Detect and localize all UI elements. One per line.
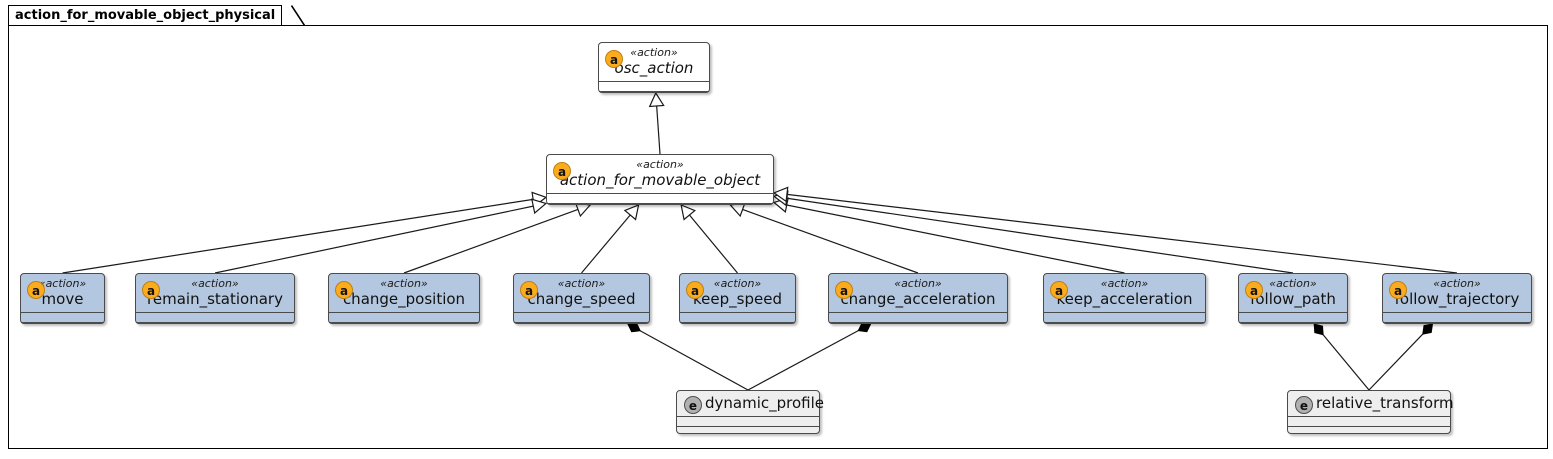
operations-compartment: [677, 426, 819, 436]
class-name: change_acceleration: [840, 290, 996, 308]
class-stereotype: «action»: [1269, 277, 1317, 290]
attributes-compartment: [1288, 416, 1450, 426]
class-name: change_position: [342, 290, 466, 308]
class-stereotype: «action»: [38, 277, 87, 290]
package-tab-fold-icon: [291, 5, 305, 26]
action-badge-icon: a: [605, 50, 623, 68]
action-badge-icon: a: [1050, 281, 1068, 299]
action-badge-icon: a: [835, 281, 853, 299]
class-stereotype: «action»: [636, 158, 684, 171]
class-name: move: [41, 290, 84, 308]
operations-compartment: [514, 322, 649, 332]
attributes-compartment: [21, 312, 104, 322]
class-name: keep_acceleration: [1056, 290, 1193, 308]
package-body: [8, 25, 1548, 449]
class-stereotype: «action»: [557, 277, 606, 290]
action-badge-icon: a: [520, 281, 538, 299]
class-stereotype: «action»: [630, 46, 678, 59]
operations-compartment: [136, 322, 294, 332]
class-name: dynamic_profile: [705, 394, 825, 412]
enum-badge-icon: e: [1295, 396, 1313, 414]
class-name: follow_trajectory: [1394, 290, 1520, 308]
class-name: relative_transform: [1316, 394, 1454, 412]
operations-compartment: [329, 322, 479, 332]
class-stereotype: «action»: [1433, 277, 1481, 290]
attributes-compartment: [547, 193, 773, 203]
attributes-compartment: [136, 312, 294, 322]
operations-compartment: [1239, 322, 1347, 332]
class-name: keep_speed: [693, 290, 782, 308]
attributes-compartment: [680, 312, 795, 322]
action-badge-icon: a: [142, 281, 160, 299]
class-stereotype: «action»: [380, 277, 428, 290]
class-name: change_speed: [527, 290, 636, 308]
attributes-compartment: [1044, 312, 1205, 322]
action-badge-icon: a: [27, 281, 45, 299]
package-name: action_for_movable_object_physical: [15, 8, 276, 23]
operations-compartment: [599, 91, 709, 101]
class-stereotype: «action»: [894, 277, 942, 290]
operations-compartment: [829, 322, 1007, 332]
action-badge-icon: a: [1245, 281, 1263, 299]
class-name: remain_stationary: [147, 290, 283, 308]
operations-compartment: [1044, 322, 1205, 332]
attributes-compartment: [829, 312, 1007, 322]
class-stereotype: «action»: [1100, 277, 1149, 290]
attributes-compartment: [599, 81, 709, 91]
attributes-compartment: [514, 312, 649, 322]
action-badge-icon: a: [335, 281, 353, 299]
class-name: action_for_movable_object: [559, 171, 761, 189]
package-title-tab: action_for_movable_object_physical: [8, 5, 283, 25]
class-name: osc_action: [614, 59, 694, 77]
operations-compartment: [547, 203, 773, 213]
operations-compartment: [680, 322, 795, 332]
class-name: follow_path: [1250, 290, 1336, 308]
enum-badge-icon: e: [684, 396, 702, 414]
class-stereotype: «action»: [191, 277, 239, 290]
attributes-compartment: [329, 312, 479, 322]
attributes-compartment: [1383, 312, 1531, 322]
attributes-compartment: [677, 416, 819, 426]
class-stereotype: «action»: [713, 277, 762, 290]
attributes-compartment: [1239, 312, 1347, 322]
operations-compartment: [1383, 322, 1531, 332]
operations-compartment: [1288, 426, 1450, 436]
action-badge-icon: a: [553, 162, 571, 180]
action-badge-icon: a: [686, 281, 704, 299]
action-badge-icon: a: [1389, 281, 1407, 299]
operations-compartment: [21, 322, 104, 332]
